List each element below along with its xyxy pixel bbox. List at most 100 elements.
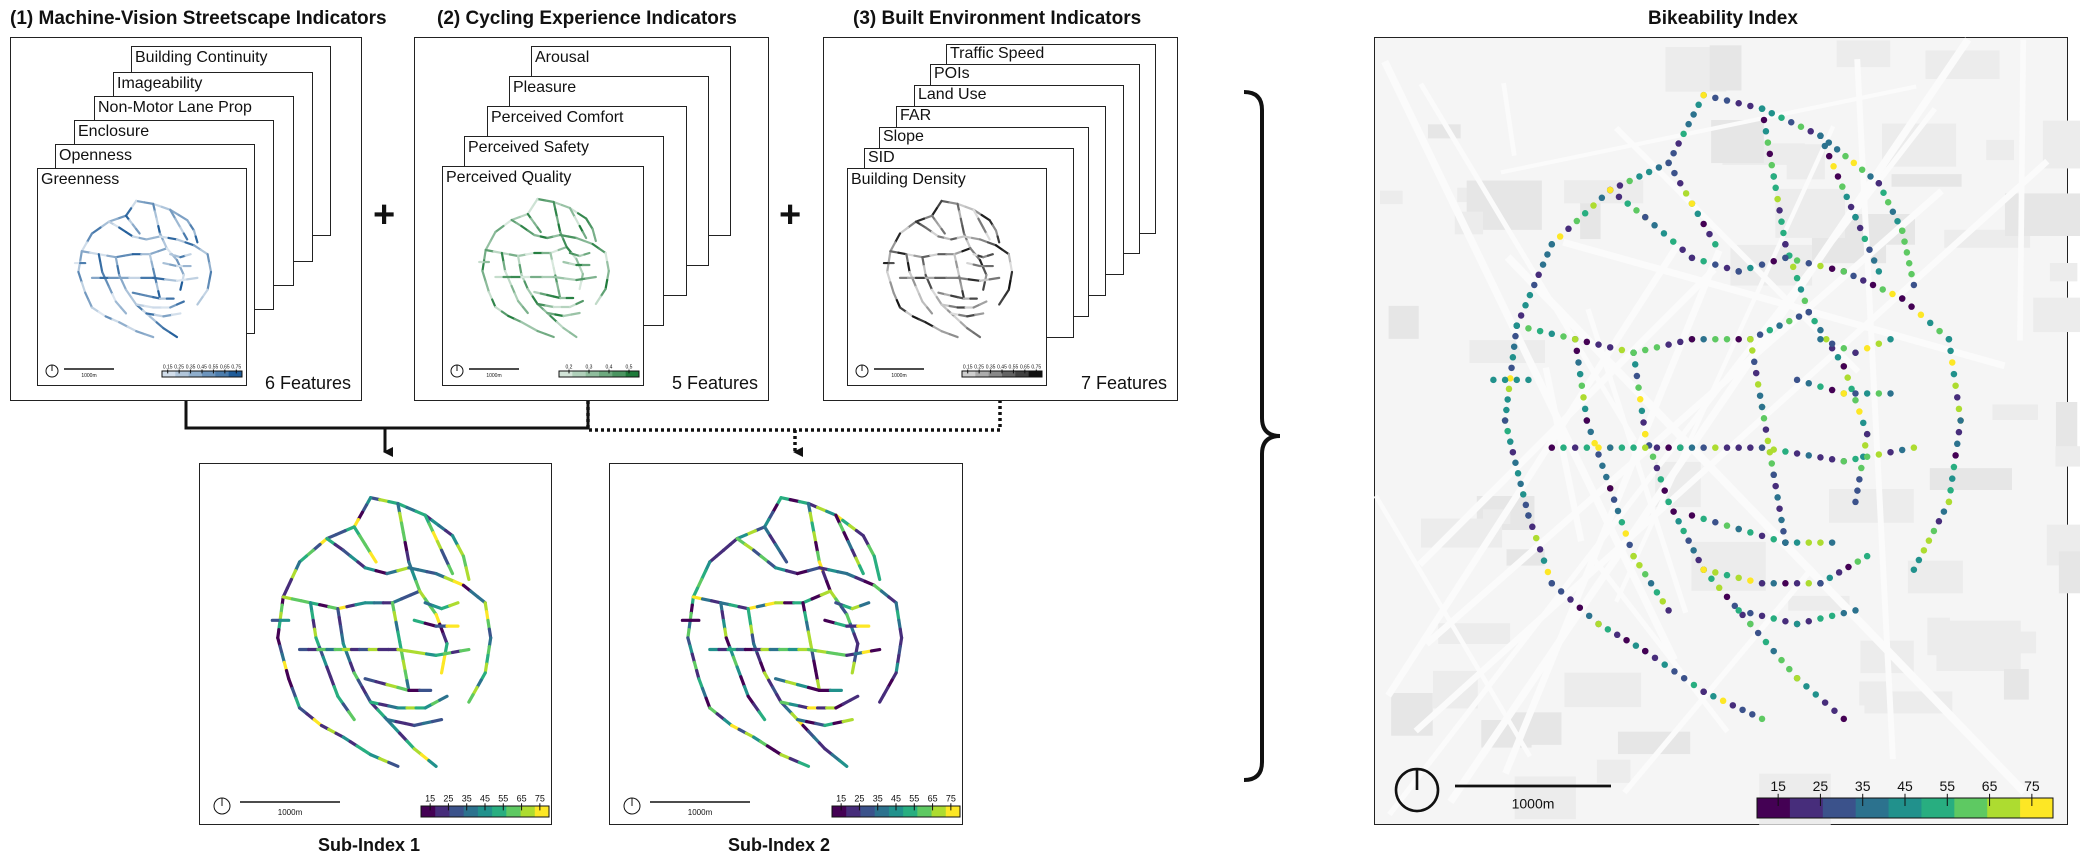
- road-point: [1905, 260, 1913, 267]
- road-segment: [114, 256, 119, 268]
- road-point: [1793, 580, 1801, 587]
- road-segment: [492, 250, 503, 255]
- road-segment: [502, 218, 513, 228]
- road-point: [1735, 525, 1742, 533]
- road-segment: [814, 540, 820, 554]
- road-point: [1945, 335, 1953, 343]
- road-point: [1840, 344, 1848, 352]
- basemap-block: [1907, 560, 1963, 594]
- road-point: [1729, 702, 1737, 709]
- road-segment: [452, 579, 465, 587]
- basemap-block: [1709, 45, 1742, 91]
- road-point: [1688, 200, 1696, 207]
- road-point: [1840, 715, 1848, 723]
- road-segment: [157, 224, 162, 235]
- road-point: [1735, 444, 1742, 451]
- road-point: [1632, 642, 1640, 649]
- road-segment: [390, 601, 396, 615]
- road-segment: [387, 760, 400, 768]
- road-point: [1778, 656, 1785, 664]
- road-point: [1828, 344, 1836, 352]
- road-segment: [797, 760, 811, 768]
- road-point: [1671, 169, 1678, 177]
- road-segment: [206, 279, 211, 291]
- basemap-block: [1891, 174, 1962, 187]
- road-point: [1700, 444, 1707, 451]
- colorbar-swatch: [215, 371, 230, 377]
- road-point: [1739, 706, 1746, 714]
- road-point: [1595, 451, 1602, 458]
- road-segment: [77, 270, 83, 284]
- road-point: [1539, 261, 1547, 268]
- colorbar-swatch: [1987, 798, 2021, 818]
- colorbar-tick-label: 0.3: [586, 365, 593, 371]
- road-segment: [325, 536, 337, 547]
- colorbar-swatch: [903, 806, 918, 817]
- colorbar-swatch: [975, 371, 990, 377]
- road-segment: [175, 238, 187, 244]
- road-point: [1805, 617, 1813, 625]
- layer-label: Perceived Safety: [468, 139, 589, 157]
- road-segment: [986, 253, 994, 257]
- road-segment: [169, 208, 177, 220]
- road-point: [1955, 405, 1963, 413]
- road-point: [1778, 218, 1785, 225]
- road-segment: [922, 214, 934, 220]
- road-point: [1947, 347, 1954, 355]
- road-point: [1525, 512, 1532, 519]
- colorbar-tick-label: 65: [517, 794, 527, 804]
- colorbar-frame: [558, 370, 640, 378]
- road-segment: [897, 251, 908, 256]
- road-point: [1557, 588, 1565, 595]
- road-point: [1749, 711, 1756, 718]
- road-segment: [806, 685, 821, 692]
- road-segment: [325, 665, 333, 679]
- road-point: [1762, 638, 1770, 646]
- layer-label: Traffic Speed: [950, 45, 1045, 63]
- plus-sign: +: [779, 194, 802, 236]
- road-point: [1910, 281, 1918, 289]
- road-point: [1795, 313, 1803, 320]
- road-segment: [399, 521, 405, 535]
- road-point: [1682, 190, 1690, 197]
- road-segment: [604, 251, 609, 264]
- road-segment: [343, 525, 356, 533]
- road-segment: [978, 300, 988, 306]
- road-segment: [363, 677, 378, 684]
- road-point: [1503, 406, 1510, 414]
- road-point: [1626, 541, 1633, 549]
- road-point: [1908, 303, 1915, 310]
- road-point: [1585, 612, 1593, 620]
- road-segment: [398, 731, 409, 743]
- road-segment: [704, 696, 712, 710]
- road-segment: [531, 197, 539, 208]
- basemap-road: [1504, 254, 2028, 795]
- road-segment: [415, 650, 429, 656]
- colorbar-tick-label: 0.45: [997, 365, 1007, 371]
- road-segment: [857, 564, 865, 576]
- road-segment: [414, 509, 427, 517]
- road-segment: [152, 276, 167, 281]
- road-point: [1758, 715, 1766, 723]
- group2-title: (2) Cycling Experience Indicators: [437, 8, 737, 29]
- road-segment: [157, 290, 162, 300]
- road-segment: [961, 247, 972, 253]
- basemap-block: [2005, 631, 2037, 654]
- road-segment: [314, 636, 322, 650]
- colorbar-swatch: [534, 806, 550, 817]
- road-segment: [78, 250, 83, 263]
- road-point: [1887, 335, 1894, 343]
- layer-label: Land Use: [918, 86, 987, 104]
- basemap-road: [1373, 494, 1532, 758]
- road-point: [1840, 609, 1848, 617]
- road-point: [1540, 557, 1548, 564]
- road-segment: [405, 505, 418, 513]
- layer-label: Building Continuity: [135, 49, 268, 67]
- road-segment: [848, 694, 860, 702]
- basemap-block: [2049, 263, 2078, 282]
- road-point: [1835, 569, 1843, 576]
- group1-panel: Building Continuity Imageability Non-Mot…: [10, 37, 362, 401]
- plus-sign: +: [373, 194, 396, 236]
